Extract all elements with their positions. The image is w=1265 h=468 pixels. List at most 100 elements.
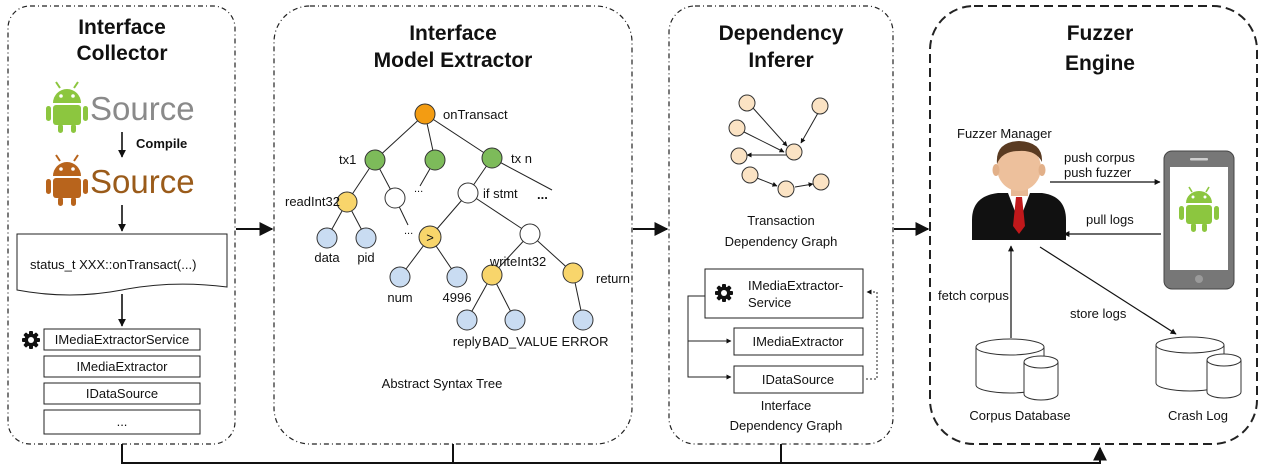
if-graph-caption-2: Dependency Graph bbox=[730, 418, 843, 433]
ast-label-err: ERROR bbox=[562, 334, 609, 349]
ast-node-write bbox=[481, 264, 503, 286]
tx-node-2 bbox=[811, 97, 829, 115]
iface-box-3-label: IDataSource bbox=[762, 372, 834, 387]
if-graph-caption-1: Interface bbox=[761, 398, 812, 413]
ast-nodes bbox=[316, 103, 594, 331]
tx-node-8 bbox=[812, 173, 830, 191]
tx-graph-caption-2: Dependency Graph bbox=[725, 234, 838, 249]
phone-icon bbox=[1163, 150, 1235, 290]
svc-label-2: Service bbox=[748, 295, 791, 310]
ast-node-ret bbox=[562, 262, 584, 284]
ast-node-reply bbox=[456, 309, 478, 331]
pull-logs-label: pull logs bbox=[1086, 212, 1134, 227]
ast-node-bad bbox=[504, 309, 526, 331]
interface-label-2: IMediaExtractor bbox=[76, 359, 168, 374]
ast-label-pid: pid bbox=[357, 250, 374, 265]
interface-label-4: ... bbox=[117, 414, 128, 429]
ast-node-mid bbox=[424, 149, 446, 171]
collector-interface-list: IMediaExtractorService IMediaExtractor I… bbox=[43, 328, 201, 435]
interface-box-3 bbox=[43, 382, 201, 405]
transaction-graph bbox=[728, 94, 830, 198]
ast-node-num bbox=[389, 266, 411, 288]
ast-label-num: num bbox=[387, 290, 412, 305]
ast-label-data: data bbox=[314, 250, 340, 265]
ast-label-gt: > bbox=[426, 230, 434, 245]
inferer-title-1: Dependency bbox=[719, 22, 844, 45]
tx-node-3 bbox=[728, 119, 746, 137]
ast-label-ellipsis-a: ... bbox=[414, 183, 423, 195]
ast-label-read: readInt32 bbox=[285, 194, 340, 209]
tx-node-6 bbox=[741, 166, 759, 184]
interface-box-2 bbox=[43, 355, 201, 378]
iface-box-2-label: IMediaExtractor bbox=[752, 334, 844, 349]
ast-node-data bbox=[316, 227, 338, 249]
crash-log-icon bbox=[1155, 336, 1242, 399]
code-signature: status_t XXX::onTransact(...) bbox=[30, 257, 196, 272]
ast-node-blank-b bbox=[519, 223, 541, 245]
extractor-title-2: Model Extractor bbox=[374, 49, 533, 72]
tx-node-5 bbox=[730, 147, 748, 165]
ast-node-read bbox=[336, 191, 358, 213]
source-label: Source bbox=[90, 90, 195, 127]
inferer-title-2: Inferer bbox=[748, 49, 813, 72]
ast-label-txn: tx n bbox=[511, 151, 532, 166]
gear-icon-svc bbox=[715, 284, 733, 302]
gear-icon bbox=[22, 331, 40, 349]
ast-label-tx1: tx1 bbox=[339, 152, 356, 167]
extractor-title-1: Interface bbox=[409, 22, 497, 45]
collector-title-1: Interface bbox=[78, 16, 166, 39]
iface-box-2 bbox=[733, 327, 864, 356]
ast-label-ellipsis-c: ... bbox=[537, 187, 548, 202]
ast-label-write: writeInt32 bbox=[489, 254, 546, 269]
ast-caption: Abstract Syntax Tree bbox=[382, 376, 503, 391]
ast-label-if: if stmt bbox=[483, 186, 518, 201]
ast-node-blank-a bbox=[384, 187, 406, 209]
interface-box-4 bbox=[43, 409, 201, 435]
tx-node-1 bbox=[738, 94, 756, 112]
store-arrow bbox=[1039, 246, 1177, 335]
ast-label-reply: reply bbox=[453, 334, 482, 349]
ast-label-val: 4996 bbox=[443, 290, 472, 305]
ast-node-txn bbox=[481, 147, 503, 169]
collector-title-2: Collector bbox=[76, 42, 167, 65]
interface-box-1 bbox=[43, 328, 201, 351]
crash-log-label: Crash Log bbox=[1168, 408, 1228, 423]
fuzzer-title-1: Fuzzer bbox=[1067, 22, 1134, 45]
code-document bbox=[16, 233, 228, 296]
ast-node-gt bbox=[418, 225, 442, 249]
store-logs-label: store logs bbox=[1070, 306, 1127, 321]
fuzzer-panel bbox=[929, 5, 1258, 445]
push-fuzzer-label: push fuzzer bbox=[1064, 165, 1132, 180]
tx-node-4 bbox=[785, 143, 803, 161]
tx-graph-caption-1: Transaction bbox=[747, 213, 814, 228]
android-phone-icon bbox=[1179, 186, 1219, 232]
manager-person-icon bbox=[972, 141, 1066, 240]
ast-label-bad: BAD_VALUE bbox=[482, 334, 558, 349]
ast-label-ret: return bbox=[596, 271, 630, 286]
android-brown-icon bbox=[46, 154, 88, 206]
ast-label-root: onTransact bbox=[443, 107, 508, 122]
iface-box-3 bbox=[733, 365, 864, 394]
ast-node-pid bbox=[355, 227, 377, 249]
compiled-source-label: Source bbox=[90, 163, 195, 200]
interface-dependency-graph: IMediaExtractor- Service IMediaExtractor… bbox=[687, 268, 878, 394]
svc-label-1: IMediaExtractor- bbox=[748, 278, 843, 293]
compile-label: Compile bbox=[136, 136, 187, 151]
collector-panel bbox=[7, 5, 236, 445]
ast-node-tx1 bbox=[364, 149, 386, 171]
android-green-icon bbox=[46, 81, 88, 133]
ast-labels: onTransact tx1 tx n readInt32 ... if stm… bbox=[285, 107, 630, 349]
inferer-panel bbox=[668, 5, 894, 445]
fuzzer-title-2: Engine bbox=[1065, 52, 1135, 75]
interface-label-1: IMediaExtractorService bbox=[55, 332, 189, 347]
ast-node-root bbox=[414, 103, 436, 125]
corpus-database-icon bbox=[975, 338, 1059, 401]
ast-label-ellipsis-b: ... bbox=[404, 225, 413, 237]
bottom-feedback-line bbox=[121, 444, 1107, 464]
push-corpus-label: push corpus bbox=[1064, 150, 1135, 165]
ast-node-err bbox=[572, 309, 594, 331]
ast-node-if bbox=[457, 182, 479, 204]
interface-label-3: IDataSource bbox=[86, 386, 158, 401]
ast-node-val bbox=[446, 266, 468, 288]
